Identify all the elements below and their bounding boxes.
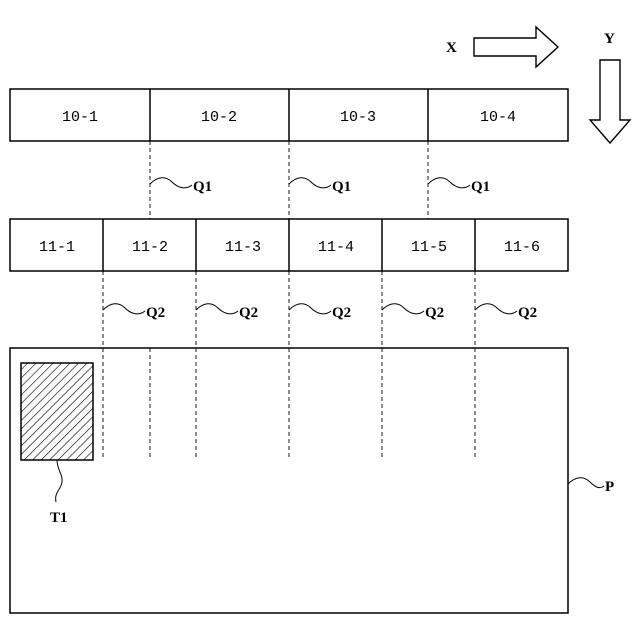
p-leader <box>568 478 604 488</box>
head-11-6-label: 11-6 <box>504 239 540 256</box>
head-10-3-label: 10-3 <box>340 109 376 126</box>
head-10-1-label: 10-1 <box>62 109 98 126</box>
x-direction-arrow <box>474 27 558 67</box>
q2-label-3: Q2 <box>332 305 351 321</box>
q2-label-1: Q2 <box>146 305 165 321</box>
q2-label-2: Q2 <box>239 305 258 321</box>
q1-label-1: Q1 <box>193 179 212 195</box>
head-11-2-label: 11-2 <box>132 239 168 256</box>
hatched-region-t1 <box>21 363 93 460</box>
sheet-p-label: P <box>605 479 614 495</box>
q1-label-3: Q1 <box>471 179 490 195</box>
head-10-4-label: 10-4 <box>480 109 516 126</box>
q1-guides <box>150 141 428 219</box>
head-11-3-label: 11-3 <box>225 239 261 256</box>
q1-label-2: Q1 <box>332 179 351 195</box>
x-axis-label: X <box>446 40 457 56</box>
head-11-5-label: 11-5 <box>411 239 447 256</box>
head-row-11: 11-1 11-2 11-3 11-4 11-5 11-6 <box>10 219 568 271</box>
y-axis-label: Y <box>604 31 615 47</box>
q2-label-5: Q2 <box>518 305 537 321</box>
head-row-10: 10-1 10-2 10-3 10-4 <box>10 89 568 141</box>
head-11-4-label: 11-4 <box>318 239 354 256</box>
y-direction-arrow <box>590 60 630 143</box>
q2-label-4: Q2 <box>425 305 444 321</box>
head-11-1-label: 11-1 <box>39 239 75 256</box>
head-10-2-label: 10-2 <box>201 109 237 126</box>
q2-guides <box>103 271 475 458</box>
t1-label: T1 <box>50 510 68 526</box>
t1-leader <box>56 460 62 502</box>
